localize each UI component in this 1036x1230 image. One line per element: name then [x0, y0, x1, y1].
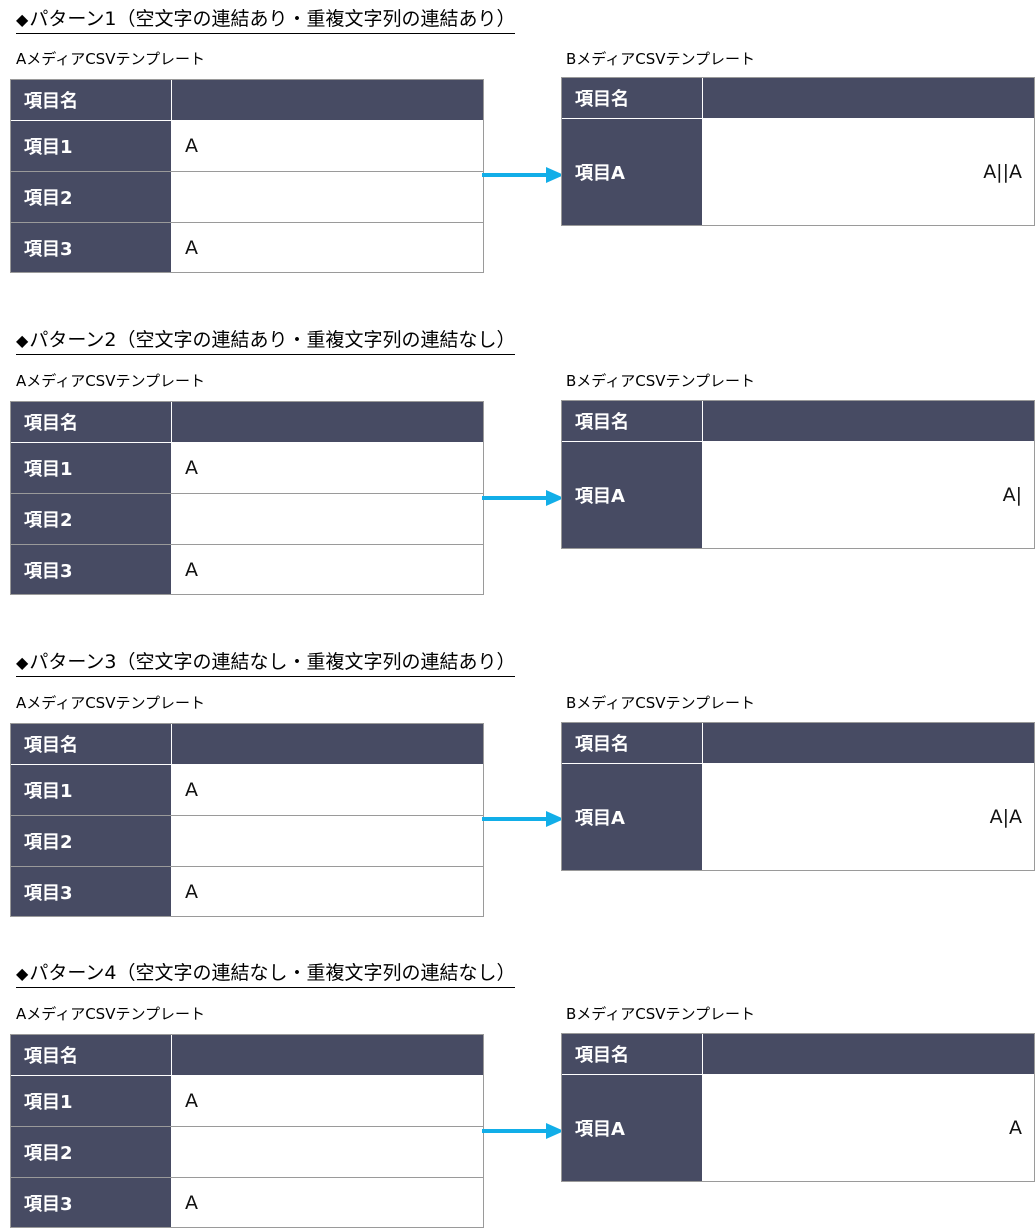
- pattern-2-arrow-icon: [482, 490, 564, 506]
- target-row-label: 項目A: [562, 764, 702, 870]
- source-row-1-value: A: [172, 121, 483, 171]
- pattern-2-source-caption: AメディアCSVテンプレート: [16, 372, 206, 390]
- pattern-3-heading: ◆パターン3（空文字の連結なし・重複文字列の連結あり）: [16, 650, 516, 677]
- source-row-3-value: A: [172, 545, 483, 594]
- source-row-2-label: 項目2: [11, 816, 171, 866]
- source-row-1-label: 項目1: [11, 1076, 171, 1126]
- pattern-2-source-table: 項目名 項目1 A 項目2 項目3 A: [10, 401, 484, 595]
- diamond-bullet-icon: ◆: [16, 653, 29, 672]
- source-row-2-value: [172, 494, 483, 544]
- source-row-1-value: A: [172, 443, 483, 493]
- target-row-label: 項目A: [562, 119, 702, 225]
- target-header-label: 項目名: [562, 401, 702, 441]
- diamond-bullet-icon: ◆: [16, 331, 29, 350]
- source-row-2-label: 項目2: [11, 1127, 171, 1177]
- source-row-1-value: A: [172, 765, 483, 815]
- pattern-3-heading-text: パターン3（空文字の連結なし・重複文字列の連結あり）: [29, 651, 516, 673]
- source-row-3-value: A: [172, 1178, 483, 1227]
- pattern-3-source-table: 項目名 項目1 A 項目2 項目3 A: [10, 723, 484, 917]
- target-row-value: A|: [703, 442, 1034, 548]
- target-row-value: A||A: [703, 119, 1034, 225]
- pattern-3-target-table: 項目名 項目A A|A: [561, 722, 1035, 871]
- diamond-bullet-icon: ◆: [16, 964, 29, 983]
- source-header-label: 項目名: [11, 402, 171, 442]
- source-header-label: 項目名: [11, 724, 171, 764]
- source-row-2-label: 項目2: [11, 172, 171, 222]
- target-row-label: 項目A: [562, 442, 702, 548]
- source-row-3-label: 項目3: [11, 223, 171, 272]
- pattern-1-heading: ◆パターン1（空文字の連結あり・重複文字列の連結あり）: [16, 7, 516, 34]
- row-divider: [11, 815, 483, 816]
- source-row-2-label: 項目2: [11, 494, 171, 544]
- target-header-label: 項目名: [562, 78, 702, 118]
- pattern-2-heading: ◆パターン2（空文字の連結あり・重複文字列の連結なし）: [16, 328, 516, 355]
- pattern-1-target-caption: BメディアCSVテンプレート: [566, 50, 756, 68]
- pattern-2-target-table: 項目名 項目A A|: [561, 400, 1035, 549]
- target-row-value: A: [703, 1075, 1034, 1181]
- source-header-value: [172, 724, 483, 764]
- row-divider: [11, 171, 483, 172]
- source-header-value: [172, 1035, 483, 1075]
- source-row-3-label: 項目3: [11, 867, 171, 916]
- target-header-value: [703, 723, 1034, 763]
- row-divider: [11, 1126, 483, 1127]
- source-row-1-label: 項目1: [11, 121, 171, 171]
- source-header-value: [172, 80, 483, 120]
- target-header-label: 項目名: [562, 1034, 702, 1074]
- source-header-label: 項目名: [11, 1035, 171, 1075]
- source-row-1-label: 項目1: [11, 765, 171, 815]
- row-divider: [11, 222, 483, 223]
- target-row-label: 項目A: [562, 1075, 702, 1181]
- pattern-4-target-table: 項目名 項目A A: [561, 1033, 1035, 1182]
- source-row-1-label: 項目1: [11, 443, 171, 493]
- source-row-2-value: [172, 1127, 483, 1177]
- row-divider: [11, 544, 483, 545]
- target-header-label: 項目名: [562, 723, 702, 763]
- target-header-value: [703, 1034, 1034, 1074]
- pattern-3-target-caption: BメディアCSVテンプレート: [566, 694, 756, 712]
- row-divider: [11, 866, 483, 867]
- source-header-label: 項目名: [11, 80, 171, 120]
- pattern-4-source-table: 項目名 項目1 A 項目2 項目3 A: [10, 1034, 484, 1228]
- pattern-1-source-table: 項目名 項目1 A 項目2 項目3 A: [10, 79, 484, 273]
- pattern-1-target-table: 項目名 項目A A||A: [561, 77, 1035, 226]
- source-row-2-value: [172, 816, 483, 866]
- target-header-value: [703, 401, 1034, 441]
- pattern-4-target-caption: BメディアCSVテンプレート: [566, 1005, 756, 1023]
- pattern-4-heading: ◆パターン4（空文字の連結なし・重複文字列の連結なし）: [16, 961, 516, 988]
- target-header-value: [703, 78, 1034, 118]
- diamond-bullet-icon: ◆: [16, 10, 29, 29]
- pattern-1-heading-text: パターン1（空文字の連結あり・重複文字列の連結あり）: [29, 8, 516, 30]
- pattern-4-arrow-icon: [482, 1123, 564, 1139]
- source-row-3-label: 項目3: [11, 1178, 171, 1227]
- pattern-4-heading-text: パターン4（空文字の連結なし・重複文字列の連結なし）: [29, 962, 516, 984]
- row-divider: [11, 493, 483, 494]
- pattern-2-target-caption: BメディアCSVテンプレート: [566, 372, 756, 390]
- pattern-3-source-caption: AメディアCSVテンプレート: [16, 694, 206, 712]
- source-row-2-value: [172, 172, 483, 222]
- pattern-3-arrow-icon: [482, 811, 564, 827]
- pattern-1-arrow-icon: [482, 167, 564, 183]
- row-divider: [11, 1177, 483, 1178]
- source-row-1-value: A: [172, 1076, 483, 1126]
- source-row-3-value: A: [172, 867, 483, 916]
- pattern-1-source-caption: AメディアCSVテンプレート: [16, 50, 206, 68]
- pattern-4-source-caption: AメディアCSVテンプレート: [16, 1005, 206, 1023]
- source-header-value: [172, 402, 483, 442]
- target-row-value: A|A: [703, 764, 1034, 870]
- source-row-3-value: A: [172, 223, 483, 272]
- source-row-3-label: 項目3: [11, 545, 171, 594]
- pattern-2-heading-text: パターン2（空文字の連結あり・重複文字列の連結なし）: [29, 329, 516, 351]
